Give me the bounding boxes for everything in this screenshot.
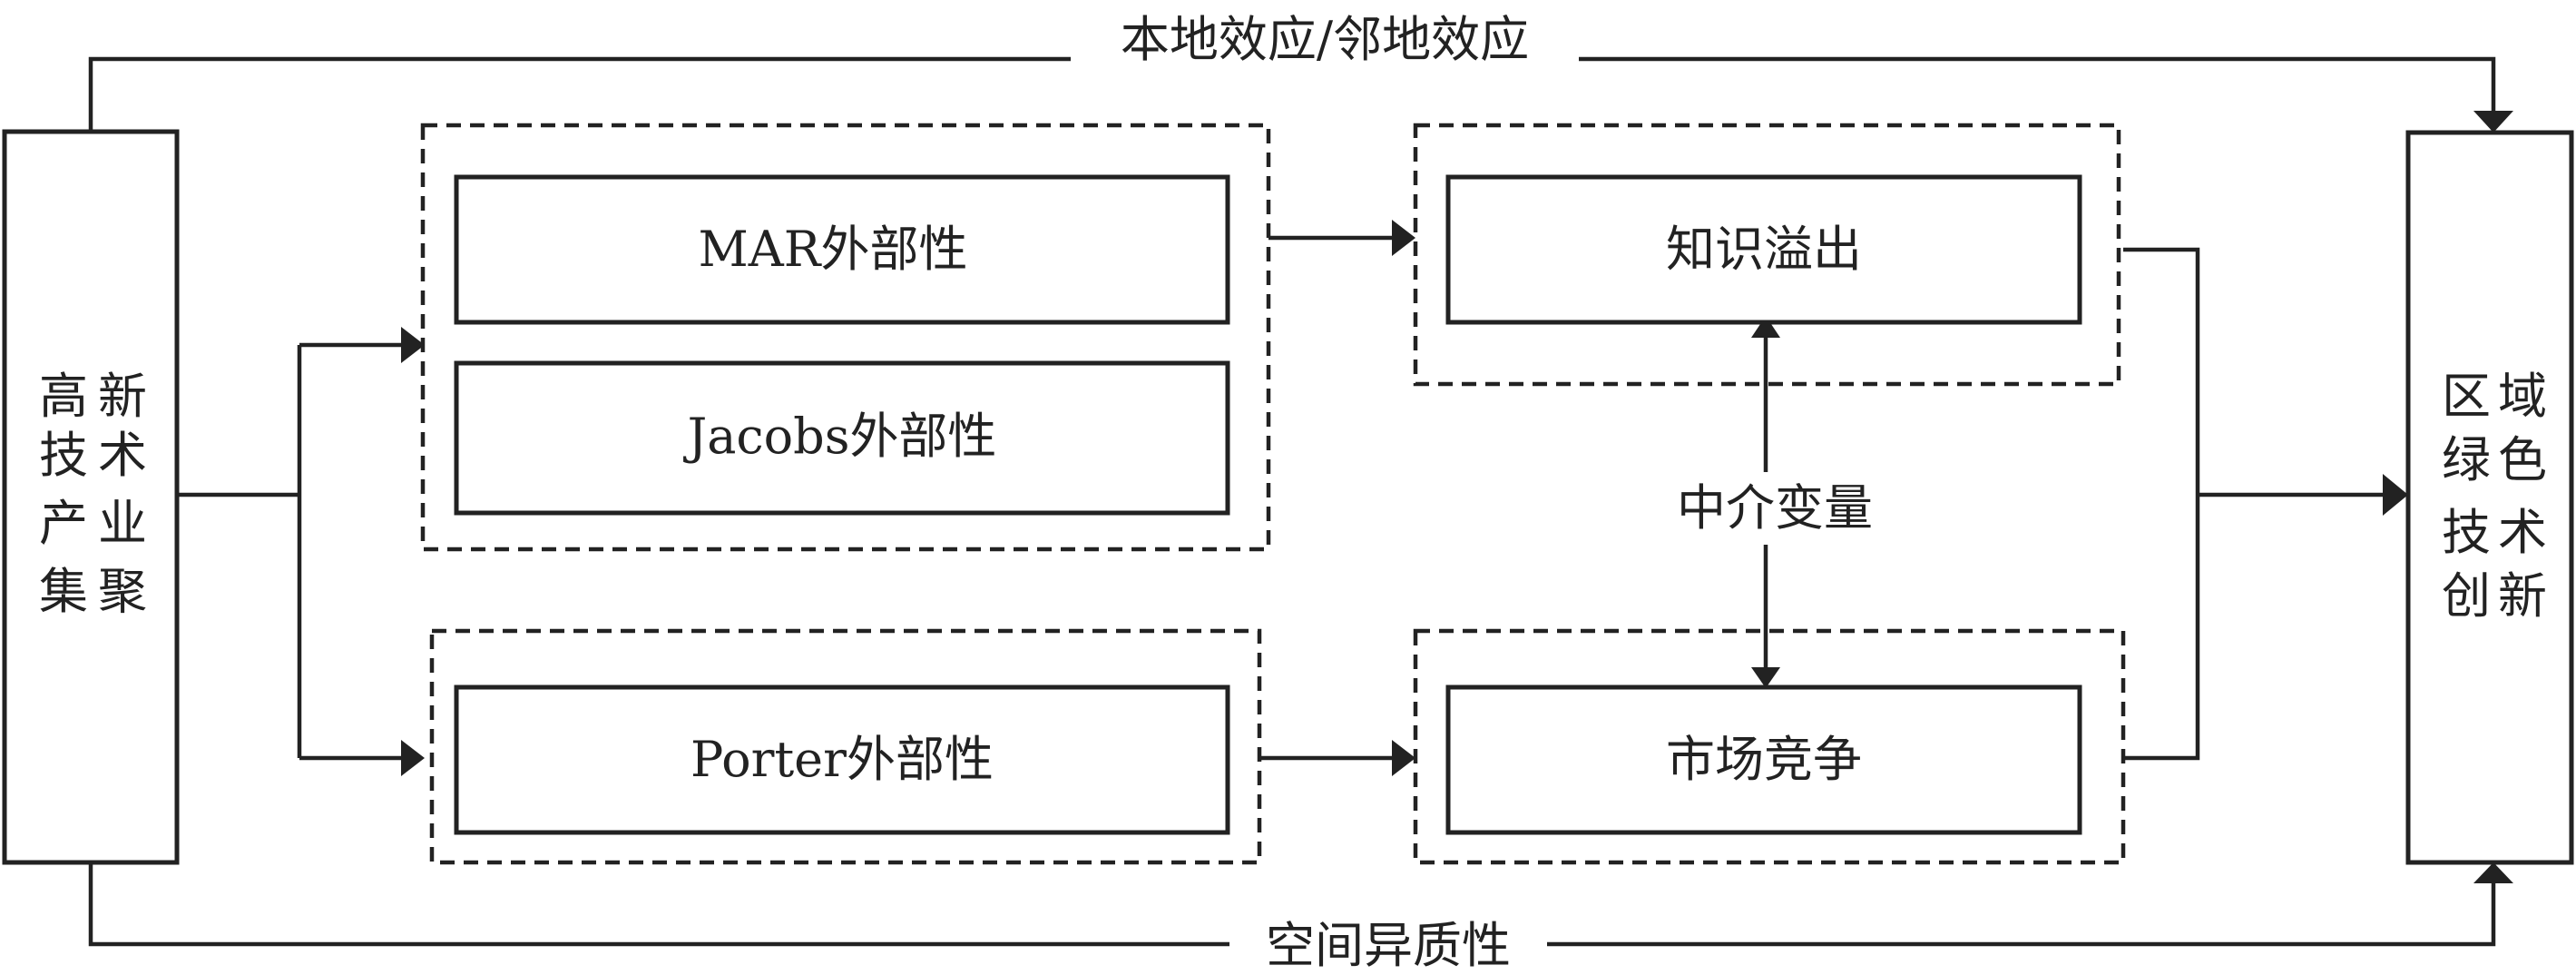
merge-arrowhead [2383,474,2408,516]
right-char: 区 [2442,368,2491,425]
hightech-agglomeration-label: 高 新 技 术 产 业 集 聚 [39,368,147,620]
mar-externality-label: MAR外部性 [699,221,968,278]
porter-externality-label: Porter外部性 [691,731,994,788]
mediator-label-mask [1651,472,1887,545]
group-porter [429,628,1262,865]
left-char: 高 [39,368,88,425]
left-char: 产 [39,495,88,552]
top-label-mask [1071,18,1579,91]
bottom-path-label: 空间异质性 [1266,917,1511,974]
group-knowledge [1413,123,2121,387]
market-competition-label: 市场竞争 [1666,731,1862,788]
knowledge-outflow [2123,247,2200,495]
jacobs-externality-label: Jacobs外部性 [683,408,997,465]
right-char: 术 [2498,504,2547,561]
porter-to-competition-arrowhead [1392,740,1415,776]
hightech-agglomeration-box [2,129,180,865]
left-char: 集 [39,563,88,620]
left-char: 聚 [98,563,147,620]
top-path-label: 本地效应/邻地效应 [1121,11,1529,68]
left-char: 术 [98,427,147,484]
bottom-path-arrowhead [2473,862,2513,883]
mediator-label: 中介变量 [1677,479,1873,537]
top-path-arrowhead [2473,111,2513,133]
porter-externality-box [454,684,1230,835]
fanout-lower-arrowhead [401,740,425,776]
right-char: 绿 [2442,431,2491,488]
right-char: 域 [2498,368,2547,425]
left-char: 业 [98,495,147,552]
right-char: 色 [2498,431,2547,488]
right-char: 技 [2442,504,2491,561]
left-char: 技 [39,427,88,484]
regional-green-innovation-box [2405,130,2574,865]
left-char: 新 [98,368,147,425]
knowledge-spillover-label: 知识溢出 [1666,221,1862,278]
mediator-up-arrowhead [1751,316,1780,338]
mar-externality-box [454,174,1230,325]
knowledge-spillover-box [1445,174,2082,325]
mar-to-knowledge-arrowhead [1392,220,1415,256]
market-competition-box [1445,684,2082,835]
regional-green-innovation-label: 区 域 绿 色 技 术 创 新 [2442,368,2547,625]
fanout-upper-arrowhead [401,327,425,363]
bottom-label-mask [1229,912,1547,975]
mediator-down-arrowhead [1751,667,1780,688]
competition-outflow [2123,495,2200,761]
jacobs-externality-box [454,360,1230,516]
right-char: 创 [2442,567,2491,625]
group-competition [1413,628,2126,865]
right-char: 新 [2498,567,2547,625]
